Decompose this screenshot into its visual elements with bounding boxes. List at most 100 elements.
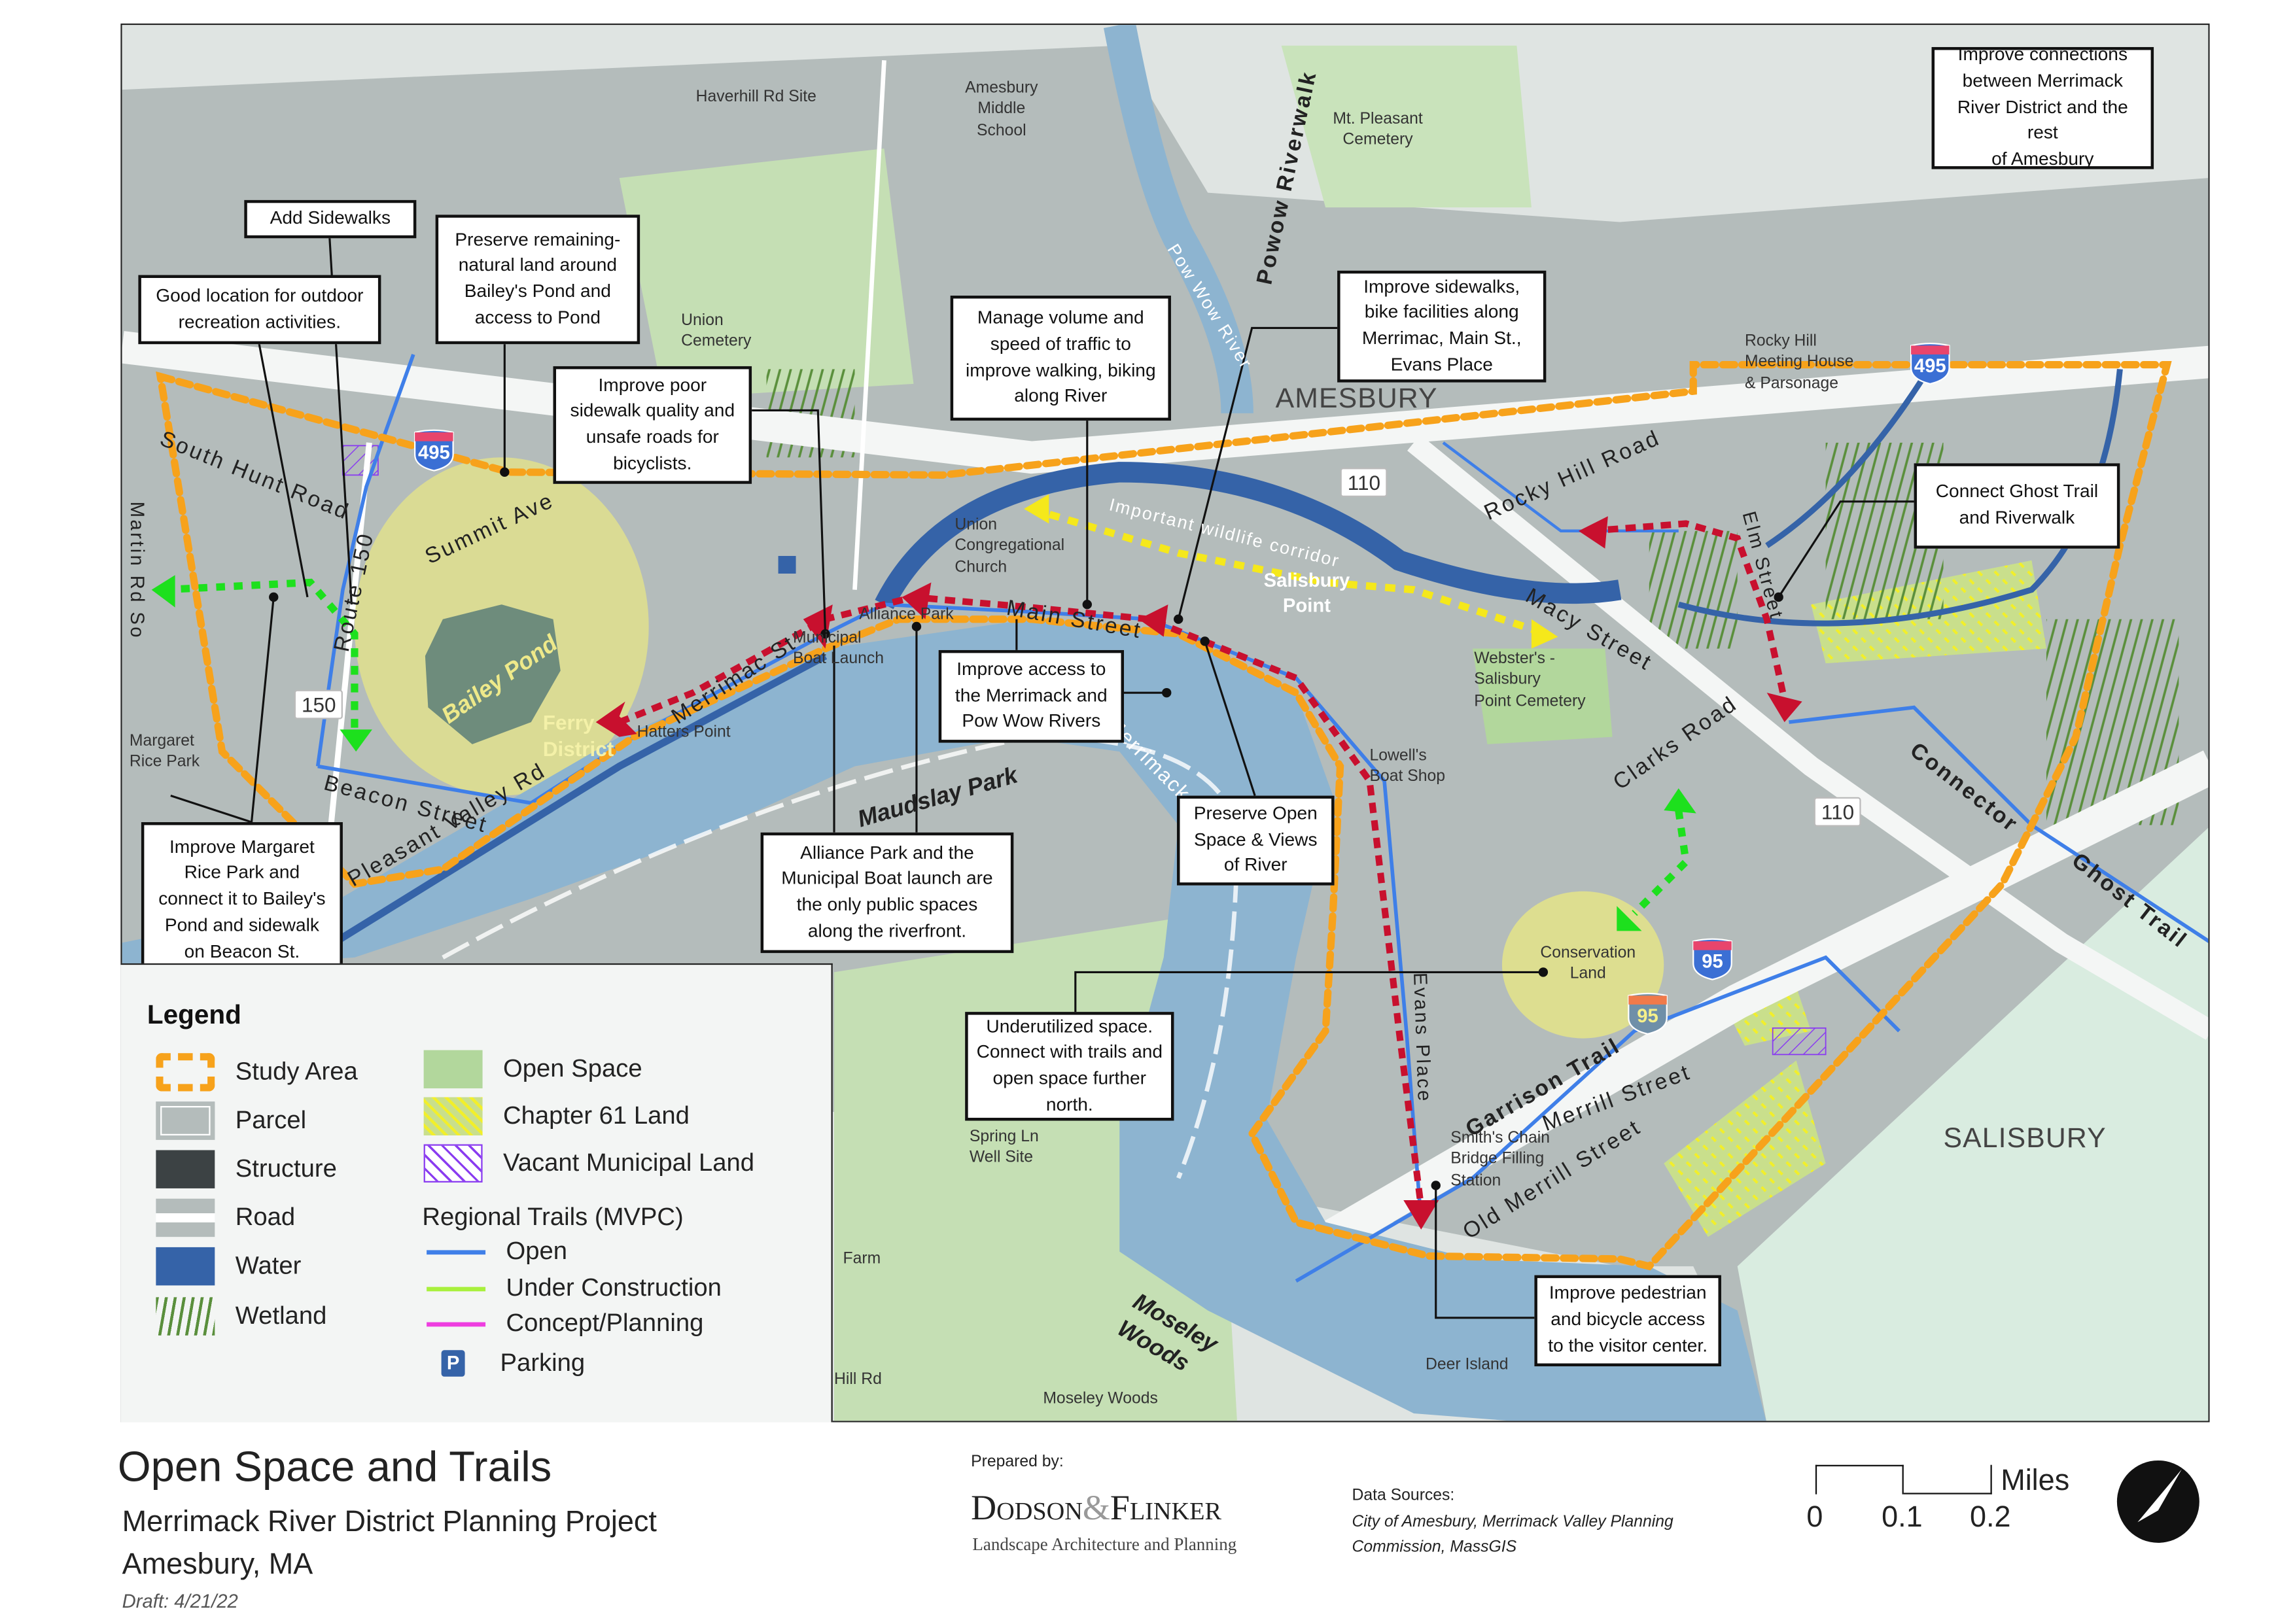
legend-item-trail-concept: Concept/Planning [427,1309,703,1338]
legend-item-wetland: Wetland [156,1297,326,1336]
vacant-municipal-swatch [423,1144,483,1183]
label-pow-wow-river: Pow Wow River [1163,240,1257,373]
label-main-street: Main Street [1004,595,1144,644]
arrow-icon [340,729,372,752]
legend-title: Legend [147,1000,241,1030]
label-lowells-boat-shop: Lowell's Boat Shop [1369,747,1446,786]
chapter-61-land [1664,1060,1826,1237]
label-route-150: Route 150 [329,530,379,655]
north-arrow-icon [2116,1460,2199,1543]
label-maudslay-park: Maudslay Park [855,763,1021,833]
parking-icon [778,556,796,574]
legend-item-study-area: Study Area [156,1053,358,1092]
label-hatters-point: Hatters Point [637,723,731,742]
route-95 [1272,750,2209,1282]
callout-connect-ghost-trail: Connect Ghost Trail and Riverwalk [1914,463,2120,549]
route-110-shield: 110 [1340,468,1388,498]
scale-tick-0: 0 [1806,1501,1823,1534]
label-margaret-rice-park: Margaret Rice Park [129,732,200,771]
prepared-by-label: Prepared by: [971,1453,1064,1471]
route-150-shield: 150 [294,689,343,719]
proposed-improvement-route [618,593,1425,1208]
websters-cemetery-area [1472,648,1613,744]
label-middle-school: Amesbury Middle School [965,79,1038,139]
arrow-icon [595,701,637,737]
legend-item-chapter-61: Chapter 61 Land [423,1097,690,1135]
regional-trail-open [1677,368,2123,627]
arrow-icon [151,575,175,608]
label-evans-place: Evans Place [1409,972,1436,1104]
label-alliance-park: Alliance Park [859,606,954,624]
scale-unit: Miles [2001,1464,2070,1498]
legend-item-road: Road [156,1198,295,1237]
study-area-boundary [156,361,2172,1271]
road-swatch [156,1198,215,1237]
legend-item-trail-open: Open [427,1237,567,1266]
callout-improve-connections: Improve connections between Merrimack Ri… [1931,44,2154,169]
project-location: Amesbury, MA [122,1548,313,1581]
proposed-improvement-route [1590,520,1788,701]
callout-preserve-bailey-pond: Preserve remaining- natural land around … [435,215,640,345]
legend-item-trail-under-construction: Under Construction [427,1273,722,1303]
route-110 [1407,434,2209,1040]
legend-trails-heading: Regional Trails (MVPC) [422,1203,684,1232]
label-websters-cemetery: Webster's - Salisbury Point Cemetery [1474,649,1586,710]
wildlife-corridor-route [1030,505,1548,638]
callout-visitor-center-access: Improve pedestrian and bicycle access to… [1534,1275,1721,1367]
label-farm: Farm [843,1250,881,1268]
label-connector: Connector [1904,738,2023,838]
arrow-icon [1138,604,1168,637]
arrow-icon [1578,516,1608,549]
trail-construction-swatch [427,1286,486,1291]
callout-alliance-park: Alliance Park and the Municipal Boat lau… [760,832,1014,954]
vacant-municipal-land [1772,1027,1827,1056]
powow-river [875,462,1622,610]
arrow-icon [1531,619,1558,649]
callout-improve-sidewalk-quality: Improve poor sidewalk quality and unsafe… [553,366,752,484]
map-title: Open Space and Trails [117,1444,552,1492]
label-ghost-trail: Ghost Trail [2067,848,2192,954]
callout-improve-sidewalks-bike: Improve sidewalks, bike facilities along… [1337,270,1547,383]
legend-item-water: Water [156,1247,301,1286]
legend-item-open-space: Open Space [423,1050,642,1089]
label-mt-pleasant: Mt. Pleasant Cemetery [1333,110,1423,149]
project-name: Merrimack River District Planning Projec… [122,1506,657,1539]
river-channel-line [442,734,1240,1179]
callout-preserve-open-space: Preserve Open Space & Views of River [1176,795,1335,886]
regional-trail-open [1789,705,2209,943]
trail-concept-swatch [427,1321,486,1326]
study-area-swatch [156,1053,215,1092]
firm-tagline: Landscape Architecture and Planning [972,1534,1237,1555]
label-moseley-woods-large: Moseley Woods [1113,1289,1221,1377]
trail-open-swatch [427,1249,486,1254]
label-rocky-hill-meeting-house: Rocky Hill Meeting House & Parsonage [1744,332,1854,392]
arrow-icon [1024,494,1049,524]
callout-underutilized-space: Underutilized space. Connect with trails… [965,1012,1174,1121]
label-clarks-road: Clarks Road [1609,691,1743,795]
callout-margaret-rice-park: Improve Margaret Rice Park and connect i… [141,822,343,978]
label-union-cemetery: Union Cemetery [681,311,752,351]
chapter-61-swatch [423,1097,483,1135]
scale-bar [1815,1464,1992,1497]
arrow-icon [1766,693,1802,723]
regional-trail-open [1442,441,1679,533]
road [322,442,372,884]
legend-item-vacant-municipal: Vacant Municipal Land [423,1144,754,1183]
parking-icon: P [441,1350,465,1377]
label-smiths-chain: Smith's Chain Bridge Filling Station [1450,1130,1550,1190]
label-municipal-boat-launch: Municipal Boat Launch [793,629,884,668]
data-sources-label: Data Sources: [1352,1487,1455,1505]
label-rocky-hill-road: Rocky Hill Road [1480,425,1665,526]
interstate-495-shield-east: 495 [1908,341,1952,385]
callout-improve-river-access: Improve access to the Merrimack and Pow … [938,649,1125,743]
route-110-shield-east: 110 [1813,797,1862,827]
parcel-swatch [156,1101,215,1140]
water-swatch [156,1247,215,1286]
label-moseley-woods: Moseley Woods [1043,1390,1158,1408]
label-wildlife-corridor: Important wildlife corridor [1107,494,1342,572]
legend-item-parcel: Parcel [156,1101,306,1140]
label-hill-rd: Hill Rd [834,1370,882,1389]
bailey-pond [425,604,561,744]
wetland-swatch [156,1297,215,1336]
arrow-icon [902,582,932,619]
